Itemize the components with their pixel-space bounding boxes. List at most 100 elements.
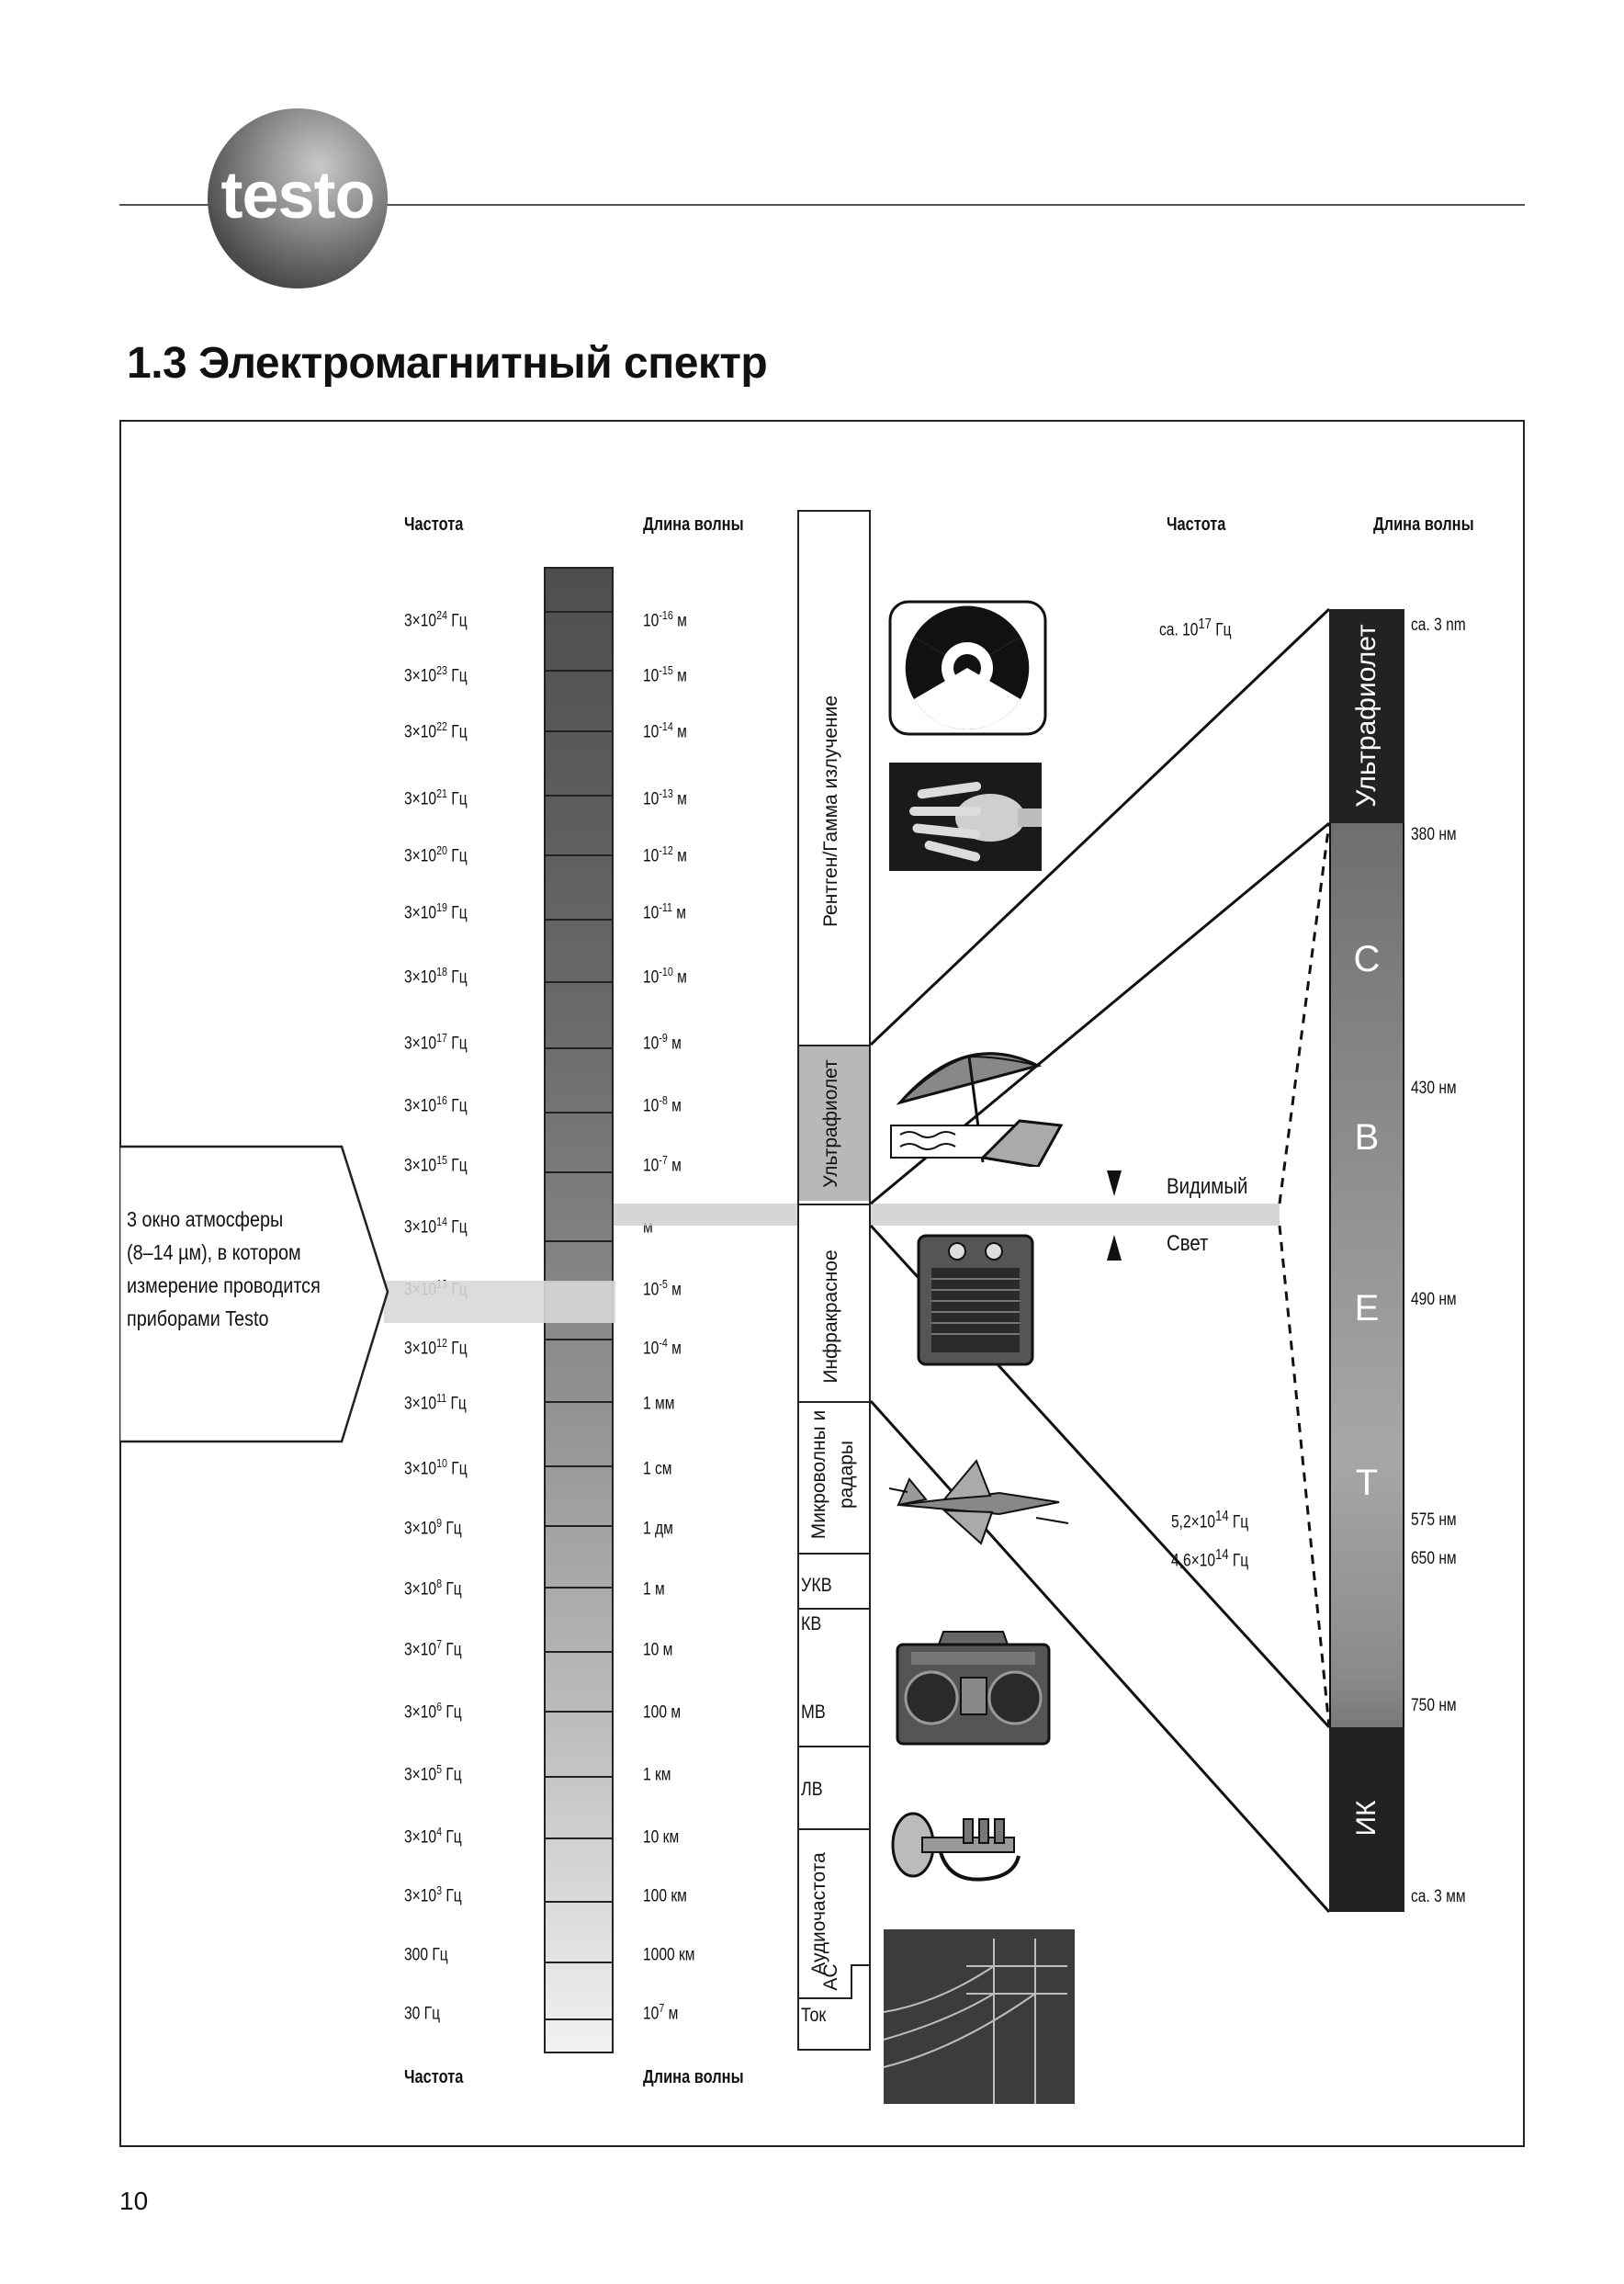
- letter-s: С: [1353, 939, 1381, 979]
- wl-label-1: 10-15 м: [643, 663, 687, 686]
- freq-label-19: 3×105 Гц: [404, 1762, 462, 1785]
- scale-tick-6: [544, 981, 614, 983]
- right-wl-3nm: ca. 3 nm: [1411, 616, 1466, 635]
- right-wl-650: 650 нм: [1411, 1549, 1457, 1568]
- wl-label-8: 10-8 м: [643, 1093, 682, 1116]
- scale-tick-7: [544, 1047, 614, 1049]
- freq-label-16: 3×108 Гц: [404, 1577, 462, 1600]
- xray-hand-icon: [889, 763, 1042, 871]
- wl-label-0: 10-16 м: [643, 608, 687, 631]
- wl-label-23: 107 м: [643, 2001, 679, 2024]
- band-mv-label: МВ: [801, 1702, 826, 1723]
- wl-label-17: 10 м: [643, 1640, 673, 1660]
- wl-label-3: 10-13 м: [643, 786, 687, 809]
- freq-label-9: 3×1015 Гц: [404, 1153, 468, 1176]
- heater-icon: [917, 1234, 1034, 1366]
- freq-label-10: 3×1014 Гц: [404, 1215, 468, 1238]
- scale-tick-0: [544, 611, 614, 613]
- scale-tick-9: [544, 1171, 614, 1173]
- right-freq-5-2: 5,2×1014 Гц: [1171, 1509, 1249, 1532]
- freq-header-bottom: Частота: [404, 2067, 464, 2087]
- trumpet-icon: [891, 1812, 1021, 1882]
- scale-tick-18: [544, 1711, 614, 1713]
- scale-tick-16: [544, 1587, 614, 1589]
- wl-label-2: 10-14 м: [643, 719, 687, 742]
- wl-label-13: 1 мм: [643, 1394, 675, 1414]
- wl-label-21: 100 км: [643, 1886, 687, 1906]
- callout-line-1: 3 окно атмосферы: [127, 1207, 284, 1231]
- atmosphere-window-band: [384, 1281, 615, 1323]
- wl-label-15: 1 дм: [643, 1519, 673, 1539]
- band-xray-gamma-label: Рентген/Гамма излучение: [820, 695, 841, 928]
- wl-label-10: м: [643, 1217, 653, 1238]
- band-lv-label: ЛВ: [801, 1779, 823, 1800]
- freq-label-0: 3×1024 Гц: [404, 608, 468, 631]
- boombox-icon: [896, 1631, 1051, 1746]
- band-microwave-label-2: радары: [836, 1440, 857, 1509]
- scale-tick-15: [544, 1525, 614, 1527]
- callout-line-3: измерение проводится: [127, 1273, 321, 1297]
- scale-tick-10: [544, 1240, 614, 1242]
- wl-label-12: 10-4 м: [643, 1336, 682, 1359]
- wl-label-16: 1 м: [643, 1579, 665, 1600]
- freq-label-1: 3×1023 Гц: [404, 663, 468, 686]
- right-freq-header: Частота: [1167, 514, 1226, 535]
- scale-tick-4: [544, 854, 614, 856]
- visible-label-1: Видимый: [1167, 1174, 1248, 1199]
- header-rule-right: [384, 204, 1525, 206]
- ir-segment: [1329, 1727, 1404, 1912]
- scale-tick-8: [544, 1112, 614, 1114]
- scale-tick-13: [544, 1401, 614, 1403]
- freq-label-17: 3×107 Гц: [404, 1637, 462, 1660]
- freq-label-14: 3×1010 Гц: [404, 1456, 468, 1479]
- wl-label-4: 10-12 м: [643, 843, 687, 866]
- visible-light-band: [614, 1204, 1280, 1226]
- callout-line-2: (8–14 µм), в котором: [127, 1240, 301, 1264]
- callout-text: 3 окно атмосферы (8–14 µм), в котором из…: [127, 1203, 321, 1335]
- beach-umbrella-icon: [890, 1052, 1064, 1167]
- right-wl-575: 575 нм: [1411, 1510, 1457, 1530]
- right-wl-380: 380 нм: [1411, 825, 1457, 844]
- wl-label-6: 10-10 м: [643, 965, 687, 988]
- freq-label-6: 3×1018 Гц: [404, 965, 468, 988]
- right-wl-3mm: ca. 3 мм: [1411, 1887, 1466, 1906]
- header-rule-left: [119, 204, 211, 206]
- band-infrared-label: Инфракрасное: [820, 1249, 841, 1384]
- power-lines-icon: [884, 1929, 1075, 2104]
- scale-tick-14: [544, 1465, 614, 1467]
- scale-tick-20: [544, 1837, 614, 1839]
- band-microwave-label-1: Микроволны и: [808, 1409, 829, 1540]
- jet-plane-icon: [889, 1459, 1069, 1545]
- wl-label-22: 1000 км: [643, 1945, 695, 1965]
- scale-tick-19: [544, 1776, 614, 1778]
- visible-spectrum-bar: [1329, 609, 1404, 1912]
- freq-label-15: 3×109 Гц: [404, 1516, 462, 1539]
- freq-label-13: 3×1011 Гц: [404, 1391, 467, 1414]
- letter-v: В: [1354, 1117, 1380, 1158]
- wl-label-7: 10-9 м: [643, 1031, 682, 1054]
- freq-label-12: 3×1012 Гц: [404, 1336, 468, 1359]
- wl-label-5: 10-11 м: [643, 900, 686, 923]
- logo-text: testo: [220, 159, 375, 232]
- wl-header-top: Длина волны: [643, 514, 744, 535]
- freq-label-7: 3×1017 Гц: [404, 1031, 468, 1054]
- uv-band-fill: [799, 1045, 869, 1201]
- freq-label-2: 3×1022 Гц: [404, 719, 468, 742]
- right-wl-750: 750 нм: [1411, 1696, 1457, 1715]
- band-current-label: Ток: [801, 2005, 827, 2026]
- right-wl-header: Длина волны: [1373, 514, 1474, 535]
- uv-segment: [1329, 609, 1404, 823]
- scale-tick-21: [544, 1901, 614, 1903]
- scale-tick-23: [544, 2018, 614, 2020]
- scale-tick-2: [544, 730, 614, 732]
- band-ukv-label: УКВ: [801, 1575, 832, 1596]
- wl-label-14: 1 см: [643, 1459, 672, 1479]
- freq-label-22: 300 Гц: [404, 1945, 448, 1965]
- wl-label-11: 10-5 м: [643, 1277, 682, 1300]
- freq-label-18: 3×106 Гц: [404, 1700, 462, 1723]
- scale-tick-22: [544, 1962, 614, 1963]
- scale-tick-12: [544, 1339, 614, 1340]
- freq-label-3: 3×1021 Гц: [404, 786, 468, 809]
- wl-label-18: 100 м: [643, 1702, 682, 1723]
- freq-label-8: 3×1016 Гц: [404, 1093, 468, 1116]
